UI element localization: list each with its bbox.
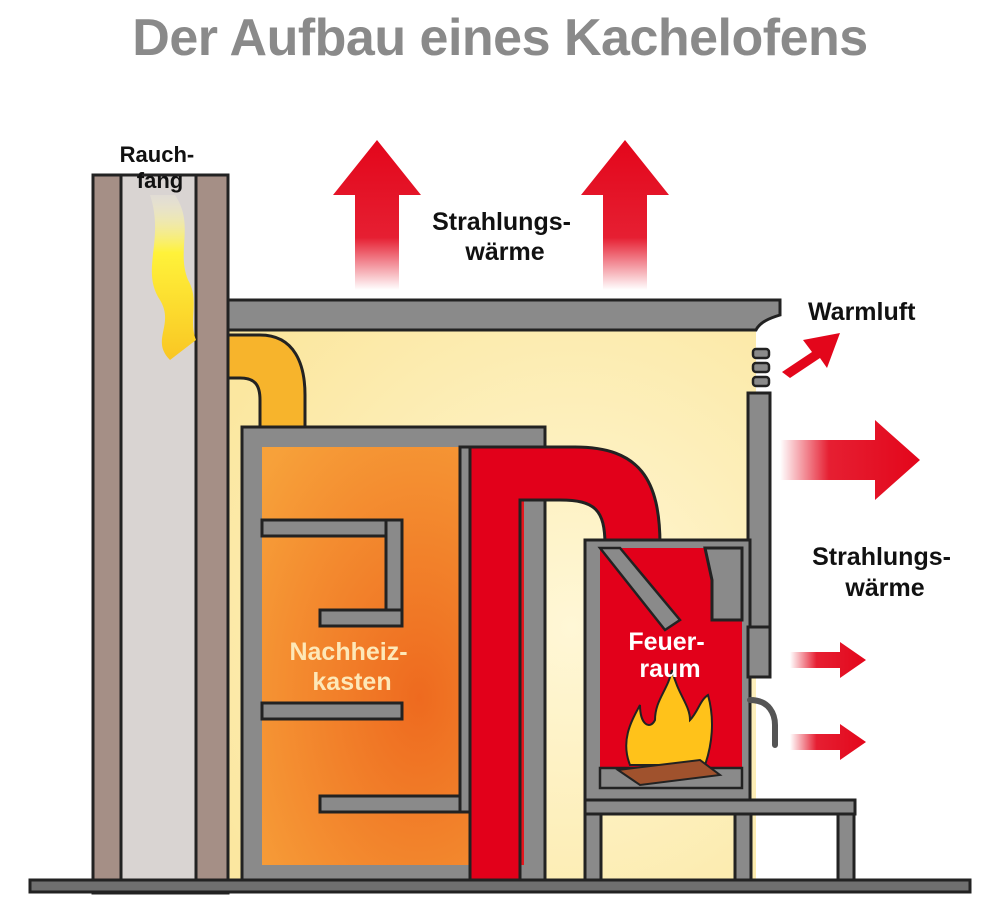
arrow-right-small-1 xyxy=(790,642,866,678)
bench-leg-right xyxy=(836,812,856,882)
page-title: Der Aufbau eines Kachelofens xyxy=(132,9,868,67)
logs xyxy=(615,758,723,787)
label-warmluft: Warmluft xyxy=(808,298,916,326)
bench-leg-left xyxy=(583,812,603,882)
label-rauchfang: Rauch- fang xyxy=(120,142,201,193)
arrow-warmluft xyxy=(782,333,840,378)
label-strahlungswaerme-side: Strahlungs- wärme xyxy=(812,543,958,602)
top-cover xyxy=(226,298,782,332)
arrow-up-right xyxy=(581,140,669,290)
door-handle xyxy=(747,697,778,748)
smoke-plume xyxy=(150,195,196,360)
label-nachheizkasten: Nachheiz- kasten xyxy=(289,638,414,696)
feuerraum-diagonal xyxy=(597,546,682,632)
flame xyxy=(625,669,713,766)
warmluft-vents xyxy=(751,347,771,388)
arrow-right-big xyxy=(780,420,920,500)
right-wall-lower xyxy=(746,625,772,679)
floor xyxy=(28,878,972,894)
arrow-up-left xyxy=(333,140,421,290)
arrow-right-small-2 xyxy=(790,724,866,760)
bench-top xyxy=(583,798,857,816)
bench-leg-mid xyxy=(733,812,753,882)
label-feuerraum: Feuer- raum xyxy=(628,628,711,683)
feuerraum-top-block xyxy=(703,546,744,622)
label-strahlungswaerme-top: Strahlungs- wärme xyxy=(432,208,578,266)
